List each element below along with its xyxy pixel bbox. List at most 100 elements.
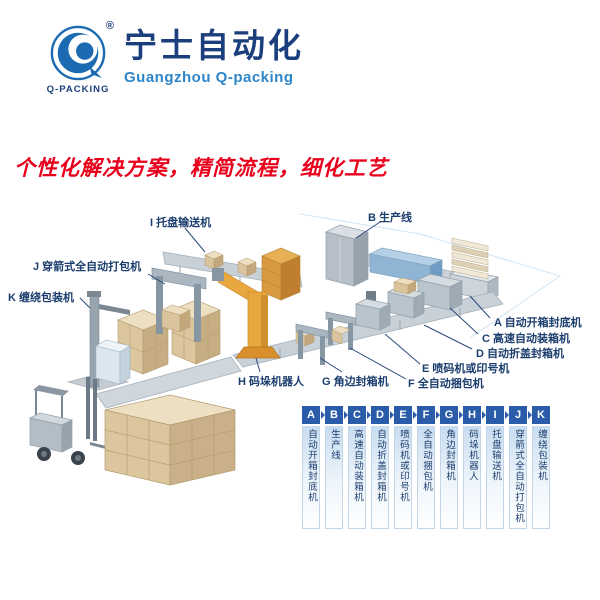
legend-letter-badge: J	[509, 406, 532, 424]
label-leader-lines	[79, 221, 491, 380]
legend-strip: 生产线	[325, 426, 343, 529]
diagram-label-i: I 托盘输送机	[150, 217, 212, 229]
legend-arrow-icon	[459, 411, 463, 419]
legend-letter-badge: H	[463, 406, 486, 424]
registered-mark: ®	[105, 20, 114, 32]
logo: ® Q-PACKING	[46, 20, 114, 95]
legend-item-a: A 自动开箱封底机	[302, 406, 325, 529]
legend-letter-badge: G	[440, 406, 463, 424]
legend-strip: 托盘输送机	[486, 426, 504, 529]
diagram-label-d: D 自动折盖封箱机	[476, 348, 564, 360]
legend-letter: A	[307, 409, 315, 421]
legend-strip: 自动折盖封箱机	[371, 426, 389, 529]
legend-letter: J	[514, 409, 522, 421]
legend-label: 喷码机或印号机	[398, 429, 409, 503]
brand-name-chinese: 宁士自动化	[124, 27, 304, 64]
legend-strip: 喷码机或印号机	[394, 426, 412, 529]
legend-arrow-icon	[321, 411, 325, 419]
legend-item-f: F 全自动捆包机	[417, 406, 440, 529]
legend-letter: B	[330, 409, 338, 421]
legend-item-e: E 喷码机或印号机	[394, 406, 417, 529]
legend-letter-badge: I	[486, 406, 509, 424]
legend-arrow-icon	[528, 411, 532, 419]
legend-item-d: D 自动折盖封箱机	[371, 406, 394, 529]
finished-pallet-stack	[104, 394, 236, 486]
diagram-label-j: J 穿箭式全自动打包机	[33, 261, 142, 273]
legend-arrow-icon	[413, 411, 417, 419]
legend-item-c: C 高速自动装箱机	[348, 406, 371, 529]
legend: A 自动开箱封底机 B 生产线 C 高速自动装箱机 D 自动折盖封箱机 E 喷码…	[302, 406, 550, 529]
legend-strip: 穿箭式全自动打包机	[509, 426, 527, 529]
legend-strip: 全自动捆包机	[417, 426, 435, 529]
diagram-label-k: K 缠绕包装机	[8, 292, 74, 304]
legend-item-g: G 角边封箱机	[440, 406, 463, 529]
legend-item-i: I 托盘输送机	[486, 406, 509, 529]
legend-arrow-icon	[505, 411, 509, 419]
case-packer-c	[416, 273, 464, 311]
strapping-machine-j	[151, 267, 207, 342]
legend-arrow-icon	[390, 411, 394, 419]
legend-arrow-icon	[436, 411, 440, 419]
diagram-label-g: G 角边封箱机	[322, 376, 389, 388]
palletizer-robot-h	[212, 268, 281, 359]
forklift	[28, 377, 114, 465]
legend-strip: 自动开箱封底机	[302, 426, 320, 529]
brand-text: 宁士自动化 Guangzhou Q-packing	[124, 24, 304, 95]
legend-strip: 缠绕包装机	[532, 426, 550, 529]
corner-sealer-g	[295, 323, 329, 365]
case-sealer-d	[386, 277, 426, 319]
legend-label: 托盘输送机	[490, 429, 501, 482]
legend-letter: K	[537, 409, 545, 421]
legend-label: 缠绕包装机	[536, 429, 547, 482]
diagram-label-f: F 全自动捆包机	[408, 378, 484, 390]
legend-letter-badge: D	[371, 406, 394, 424]
legend-strip: 高速自动装箱机	[348, 426, 366, 529]
legend-letter: D	[376, 409, 384, 421]
legend-letter: F	[422, 409, 430, 421]
logo-swirl-icon	[50, 25, 106, 81]
logo-wordmark: Q-PACKING	[46, 84, 110, 95]
flow-guide-line	[299, 213, 562, 339]
diagram-label-e: E 喷码机或印号机	[422, 363, 510, 375]
diagram-label-a: A 自动开箱封底机	[494, 317, 582, 329]
legend-letter: H	[468, 409, 476, 421]
legend-letter-badge: B	[325, 406, 348, 424]
legend-letter: E	[399, 409, 407, 421]
legend-letter: G	[444, 409, 454, 421]
brand-name-english: Guangzhou Q-packing	[124, 69, 294, 87]
legend-item-k: K 缠绕包装机	[532, 406, 550, 529]
diagram-label-c: C 高速自动装箱机	[482, 333, 570, 345]
printer-e	[354, 291, 392, 331]
legend-letter: C	[353, 409, 361, 421]
legend-letter: I	[493, 409, 497, 421]
legend-arrow-icon	[344, 411, 348, 419]
legend-item-h: H 码垛机器人	[463, 406, 486, 529]
legend-arrow-icon	[367, 411, 371, 419]
legend-strip: 角边封箱机	[440, 426, 458, 529]
strapper-f	[325, 311, 357, 350]
diagram-label-b: B 生产线	[368, 212, 412, 224]
legend-label: 全自动捆包机	[421, 429, 432, 492]
slogan: 个性化解决方案，精简流程，细化工艺	[14, 157, 388, 180]
brand-header: ® Q-PACKING 宁士自动化 Guangzhou Q-packing	[46, 20, 304, 95]
legend-label: 高速自动装箱机	[352, 429, 363, 503]
legend-strip: 码垛机器人	[463, 426, 481, 529]
production-line-illustration	[28, 213, 562, 486]
legend-label: 自动开箱封底机	[306, 429, 317, 503]
diagram-label-h: H 码垛机器人	[238, 376, 304, 388]
legend-label: 码垛机器人	[467, 429, 478, 482]
legend-item-b: B 生产线	[325, 406, 348, 529]
pallet-conveyor	[95, 356, 242, 409]
legend-letter-badge: K	[532, 406, 550, 424]
tray-stack	[261, 247, 301, 301]
legend-letter-badge: C	[348, 406, 371, 424]
legend-label: 角边封箱机	[444, 429, 455, 482]
legend-arrow-icon	[482, 411, 486, 419]
wrapping-machine-k	[66, 291, 131, 391]
legend-letter-badge: A	[302, 406, 325, 424]
legend-letter-badge: F	[417, 406, 440, 424]
legend-letter-badge: E	[394, 406, 417, 424]
legend-label: 自动折盖封箱机	[375, 429, 386, 503]
legend-item-j: J 穿箭式全自动打包机	[509, 406, 532, 529]
legend-label: 生产线	[329, 429, 340, 461]
